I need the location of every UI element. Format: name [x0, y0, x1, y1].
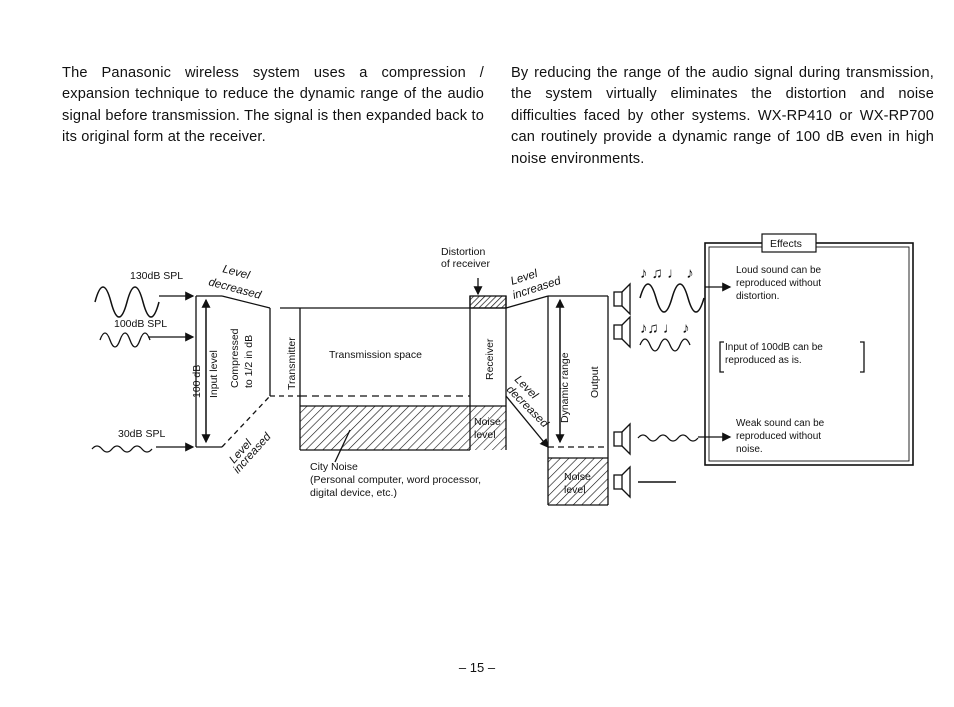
label-city-noise: City Noise [310, 461, 358, 473]
output-wave-loud-icon [639, 283, 705, 313]
label-compressed: Compressed [229, 328, 241, 388]
label-dynamic-range: Dynamic range [559, 352, 571, 423]
svg-text:♪ ♫ ♩ ♪: ♪ ♫ ♩ ♪ [640, 265, 694, 282]
effects-loud-3: distortion. [736, 291, 779, 302]
label-noise-2a: Noise [564, 471, 591, 483]
speaker-icon-3 [613, 422, 631, 456]
effects-weak-3: noise. [736, 444, 763, 455]
input-wave-weak-icon [91, 445, 153, 453]
page-number: – 15 – [458, 660, 496, 675]
effects-weak-2: reproduced without [736, 431, 821, 442]
intro-paragraph-right: By reducing the range of the audio signa… [511, 64, 934, 167]
effects-title: Effects [770, 238, 802, 250]
label-level-decreased-1b: decreased [207, 276, 263, 302]
speaker-icon-1 [613, 282, 631, 316]
label-transmission-space: Transmission space [329, 349, 422, 361]
label-noise-2b: level [564, 484, 586, 496]
label-100db-range: 100 dB [191, 365, 203, 398]
label-city-noise-detail-2: digital device, etc.) [310, 487, 397, 499]
label-130db: 130dB SPL [130, 270, 183, 282]
effects-input-1: Input of 100dB can be [725, 342, 823, 353]
label-output: Output [589, 366, 601, 398]
label-100db: 100dB SPL [114, 318, 167, 330]
label-30db: 30dB SPL [118, 428, 165, 440]
effects-loud-1: Loud sound can be [736, 265, 822, 276]
speaker-icon-4 [613, 465, 631, 499]
input-wave-medium-icon [99, 332, 151, 348]
label-transmitter: Transmitter [286, 337, 298, 390]
label-half-db: to 1/2 in dB [243, 335, 255, 388]
label-noise-1a: Noise [474, 416, 501, 428]
svg-text:♪♫ ♩ ♪: ♪♫ ♩ ♪ [640, 320, 690, 337]
speaker-icon-2 [613, 315, 631, 349]
effects-weak-1: Weak sound can be [736, 418, 825, 429]
music-notes-icon: ♪ ♫ ♩ ♪ ♪♫ ♩ ♪ [640, 265, 694, 337]
output-wave-weak-icon [637, 434, 699, 442]
intro-paragraph-left: The Panasonic wireless system uses a com… [62, 64, 484, 146]
label-level-decreased-1a: Level [221, 263, 251, 282]
input-wave-loud-icon [94, 286, 160, 318]
label-noise-1b: level [474, 429, 496, 441]
label-distortion: Distortion [441, 246, 486, 258]
label-city-noise-detail-1: (Personal computer, word processor, [310, 474, 481, 486]
label-of-receiver: of receiver [441, 258, 491, 270]
output-wave-medium-icon [639, 338, 691, 352]
effects-input-2: reproduced as is. [725, 355, 802, 366]
effects-loud-2: reproduced without [736, 278, 821, 289]
label-receiver: Receiver [484, 338, 496, 380]
label-input-level: Input level [208, 350, 220, 398]
